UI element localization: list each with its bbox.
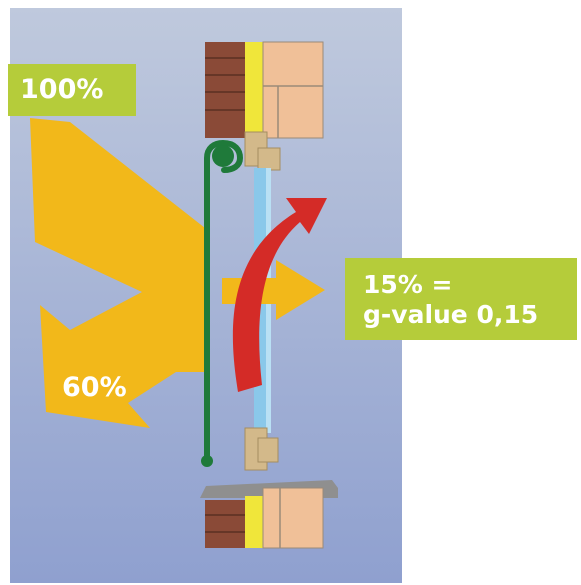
g-value-text: g-value 0,15 bbox=[363, 300, 539, 329]
transmitted-percent-text: 15% = bbox=[363, 270, 453, 299]
glazing-bead-bottom bbox=[244, 427, 279, 471]
window-frame-bottom bbox=[205, 487, 324, 549]
g-value-label: 15% = g-value 0,15 bbox=[345, 258, 577, 340]
window-frame-top bbox=[205, 41, 324, 139]
sun-blind bbox=[201, 139, 244, 467]
glazing-bead-top bbox=[244, 131, 281, 171]
incoming-reflected-solar-arrow bbox=[30, 118, 205, 428]
incoming-percent-label: 100% bbox=[8, 64, 136, 116]
incoming-percent-text: 100% bbox=[20, 74, 104, 105]
reflected-percent-label: 60% bbox=[62, 372, 127, 403]
transmitted-solar-arrow bbox=[222, 260, 325, 320]
secondary-heat-arrow bbox=[232, 198, 327, 392]
